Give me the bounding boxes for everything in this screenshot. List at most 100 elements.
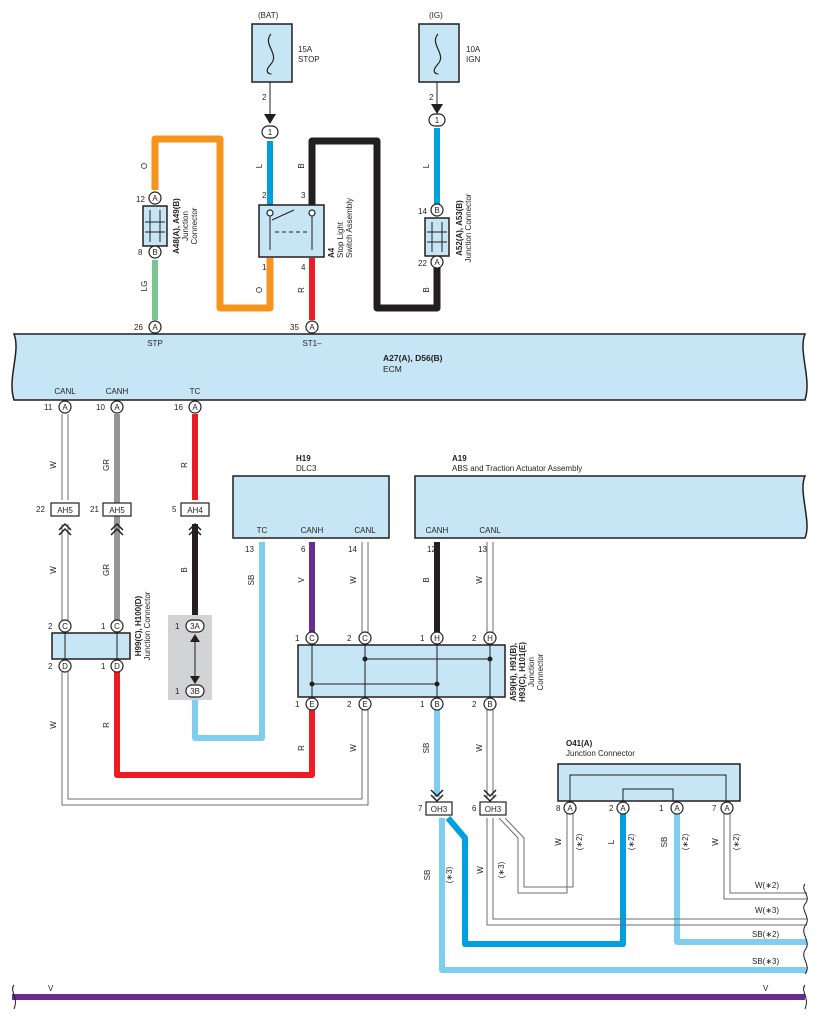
- wire-label-sb: SB: [422, 743, 431, 754]
- wire-label-r: R: [180, 462, 189, 468]
- bus-label-right: V: [763, 984, 769, 993]
- wire-note: (∗2): [627, 833, 636, 850]
- switch-a4: L B 2 3 1 4 O R A4 Stop Light Switch Ass…: [255, 163, 354, 293]
- bus-label-left: V: [48, 984, 54, 993]
- switch-a4-desc1: Stop Light: [336, 221, 345, 258]
- pin-letter: B: [487, 700, 492, 709]
- ah-num: 5: [172, 505, 177, 514]
- wire-sky-sb2: [674, 812, 807, 945]
- junction-a48-desc1: Junction: [181, 211, 190, 241]
- continuations: W(∗2) W(∗3) SB(∗2) SB(∗3): [752, 881, 808, 975]
- arrow-down-icon: [264, 114, 276, 124]
- pin-letter: A: [620, 804, 626, 813]
- switch-a4-id: A4: [327, 247, 336, 258]
- dlc3-name: DLC3: [296, 464, 317, 473]
- ah-label: AH4: [187, 506, 203, 515]
- oh-num: 6: [472, 804, 477, 813]
- junction-line: [569, 774, 727, 801]
- wire-w-oh3-b: [492, 818, 807, 920]
- junction-h99: 2 C 1 C 2 D 1 D H99(C), H100(D) Junction…: [48, 591, 152, 673]
- break-mark: [803, 984, 807, 1010]
- wire-note: (∗3): [445, 866, 454, 883]
- pin-circle: [188, 400, 202, 414]
- fuse-bat-rating: 15A: [298, 45, 313, 54]
- chevron-down-icon: [483, 789, 497, 803]
- fuse-bat-name: STOP: [298, 55, 320, 64]
- splice-dot: [309, 681, 315, 687]
- pin-number: 2: [472, 634, 477, 643]
- pin-number: 8: [556, 804, 561, 813]
- break-mark: [803, 883, 808, 975]
- wire-note: (∗2): [575, 833, 584, 850]
- pin-circle: [358, 631, 372, 645]
- pin-number: 1: [175, 687, 180, 696]
- pin-number: 11: [44, 403, 53, 412]
- pin-letter: A: [192, 403, 198, 412]
- bottom-bus: V V: [12, 984, 807, 1010]
- arrow-up-icon: [190, 634, 200, 642]
- pin-circle: [616, 801, 630, 815]
- pin-number: 2: [472, 700, 477, 709]
- connector-3b-label: 3B: [190, 687, 200, 696]
- pin-letter: A: [674, 804, 680, 813]
- wire-label-w: W: [711, 838, 720, 846]
- ecm-id: A27(A), D56(B): [383, 353, 443, 363]
- junction-o41: O41(A) Junction Connector 8 A 2 A 1 A 7 …: [554, 739, 741, 850]
- oh-label: OH3: [431, 805, 448, 814]
- dlc3: H19 DLC3 TC CANH CANL 13 6 14 SB V W: [232, 454, 390, 586]
- connector-3a-label: 3A: [190, 622, 200, 631]
- junction-h99-box: [51, 632, 131, 660]
- junction-a59-desc2: Connector: [536, 653, 545, 690]
- switch-a4-desc2: Switch Assembly: [345, 198, 354, 258]
- fuse-ig: (IG) 10A IGN 2 1: [418, 11, 481, 127]
- ah-box: [180, 502, 210, 517]
- wire-black-b: [308, 137, 441, 312]
- abs-pin-label: CANH: [426, 526, 449, 535]
- wire-label-l: L: [422, 163, 431, 168]
- wire-label-v: V: [297, 577, 306, 583]
- pin-letter: E: [362, 700, 367, 709]
- wire-label-sb: SB: [247, 575, 256, 586]
- pin-circle: [305, 320, 319, 334]
- pin-letter: B: [152, 248, 157, 257]
- wire-label-w: W: [49, 566, 58, 574]
- pin-letter: E: [309, 700, 314, 709]
- switch-contact: [271, 209, 295, 221]
- pin-letter: B: [434, 700, 439, 709]
- fuse-bat-conn-num: 1: [268, 128, 273, 137]
- pin-number: 14: [348, 545, 357, 554]
- junction-a48: O 12 A 8 B LG A48(A), A49(B) Junction Co…: [136, 163, 199, 291]
- ah-box: [50, 502, 80, 517]
- pin-circle: [58, 659, 72, 673]
- pin-letter: C: [309, 634, 315, 643]
- pin-circle: [358, 697, 372, 711]
- pin-number: 12: [136, 195, 145, 204]
- pin-letter: D: [62, 662, 68, 671]
- junction-o41-box: [557, 763, 741, 802]
- pin-letter: C: [114, 622, 120, 631]
- connector-3b: [185, 684, 205, 698]
- wire-sky-tc: [192, 542, 265, 741]
- ah-num: 22: [36, 505, 45, 514]
- pin-number: 1: [420, 634, 425, 643]
- dlc3-pin-label: CANL: [354, 526, 376, 535]
- junction-a48-box: [142, 205, 168, 247]
- pin-number: 2: [347, 700, 352, 709]
- abs-box: [414, 475, 808, 539]
- pin-letter: A: [152, 194, 158, 203]
- pin-circle: [58, 400, 72, 414]
- junction-a48-id: A48(A), A49(B): [172, 198, 181, 254]
- fuse-ig-conn: [428, 113, 446, 127]
- junction-o41-id: O41(A): [566, 739, 593, 748]
- pin-number: 2: [262, 191, 267, 200]
- pin-number: 8: [138, 248, 143, 257]
- wire-label-w: W: [349, 744, 358, 752]
- pin-number: 26: [134, 323, 143, 332]
- junction-a52-id: A52(A), A53(B): [455, 200, 464, 256]
- wire-orange-o: [151, 135, 274, 312]
- fuse-ig-source: (IG): [429, 11, 443, 20]
- ah-label: AH5: [57, 506, 73, 515]
- fuse-bat-conn: [261, 125, 279, 139]
- junction-a59-box: [297, 644, 506, 698]
